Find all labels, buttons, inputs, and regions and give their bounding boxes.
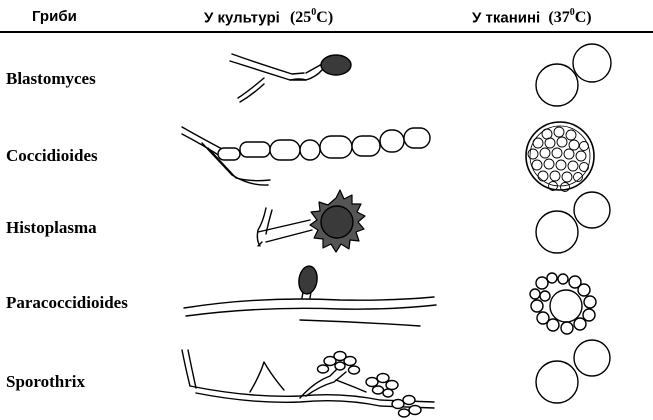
paracoccidioides-tissue-illustration (530, 273, 596, 334)
coccidioides-culture-illustration (182, 127, 430, 185)
coccidioides-tissue-illustration (526, 122, 594, 192)
blastomyces-tissue-illustration (536, 44, 611, 106)
histoplasma-tissue-illustration (536, 192, 610, 253)
histoplasma-culture-illustration (257, 190, 365, 252)
sporothrix-culture-illustration (182, 350, 434, 417)
blastomyces-culture-illustration (230, 54, 351, 102)
sporothrix-tissue-illustration (536, 340, 610, 403)
paracoccidioides-culture-illustration (184, 265, 436, 326)
